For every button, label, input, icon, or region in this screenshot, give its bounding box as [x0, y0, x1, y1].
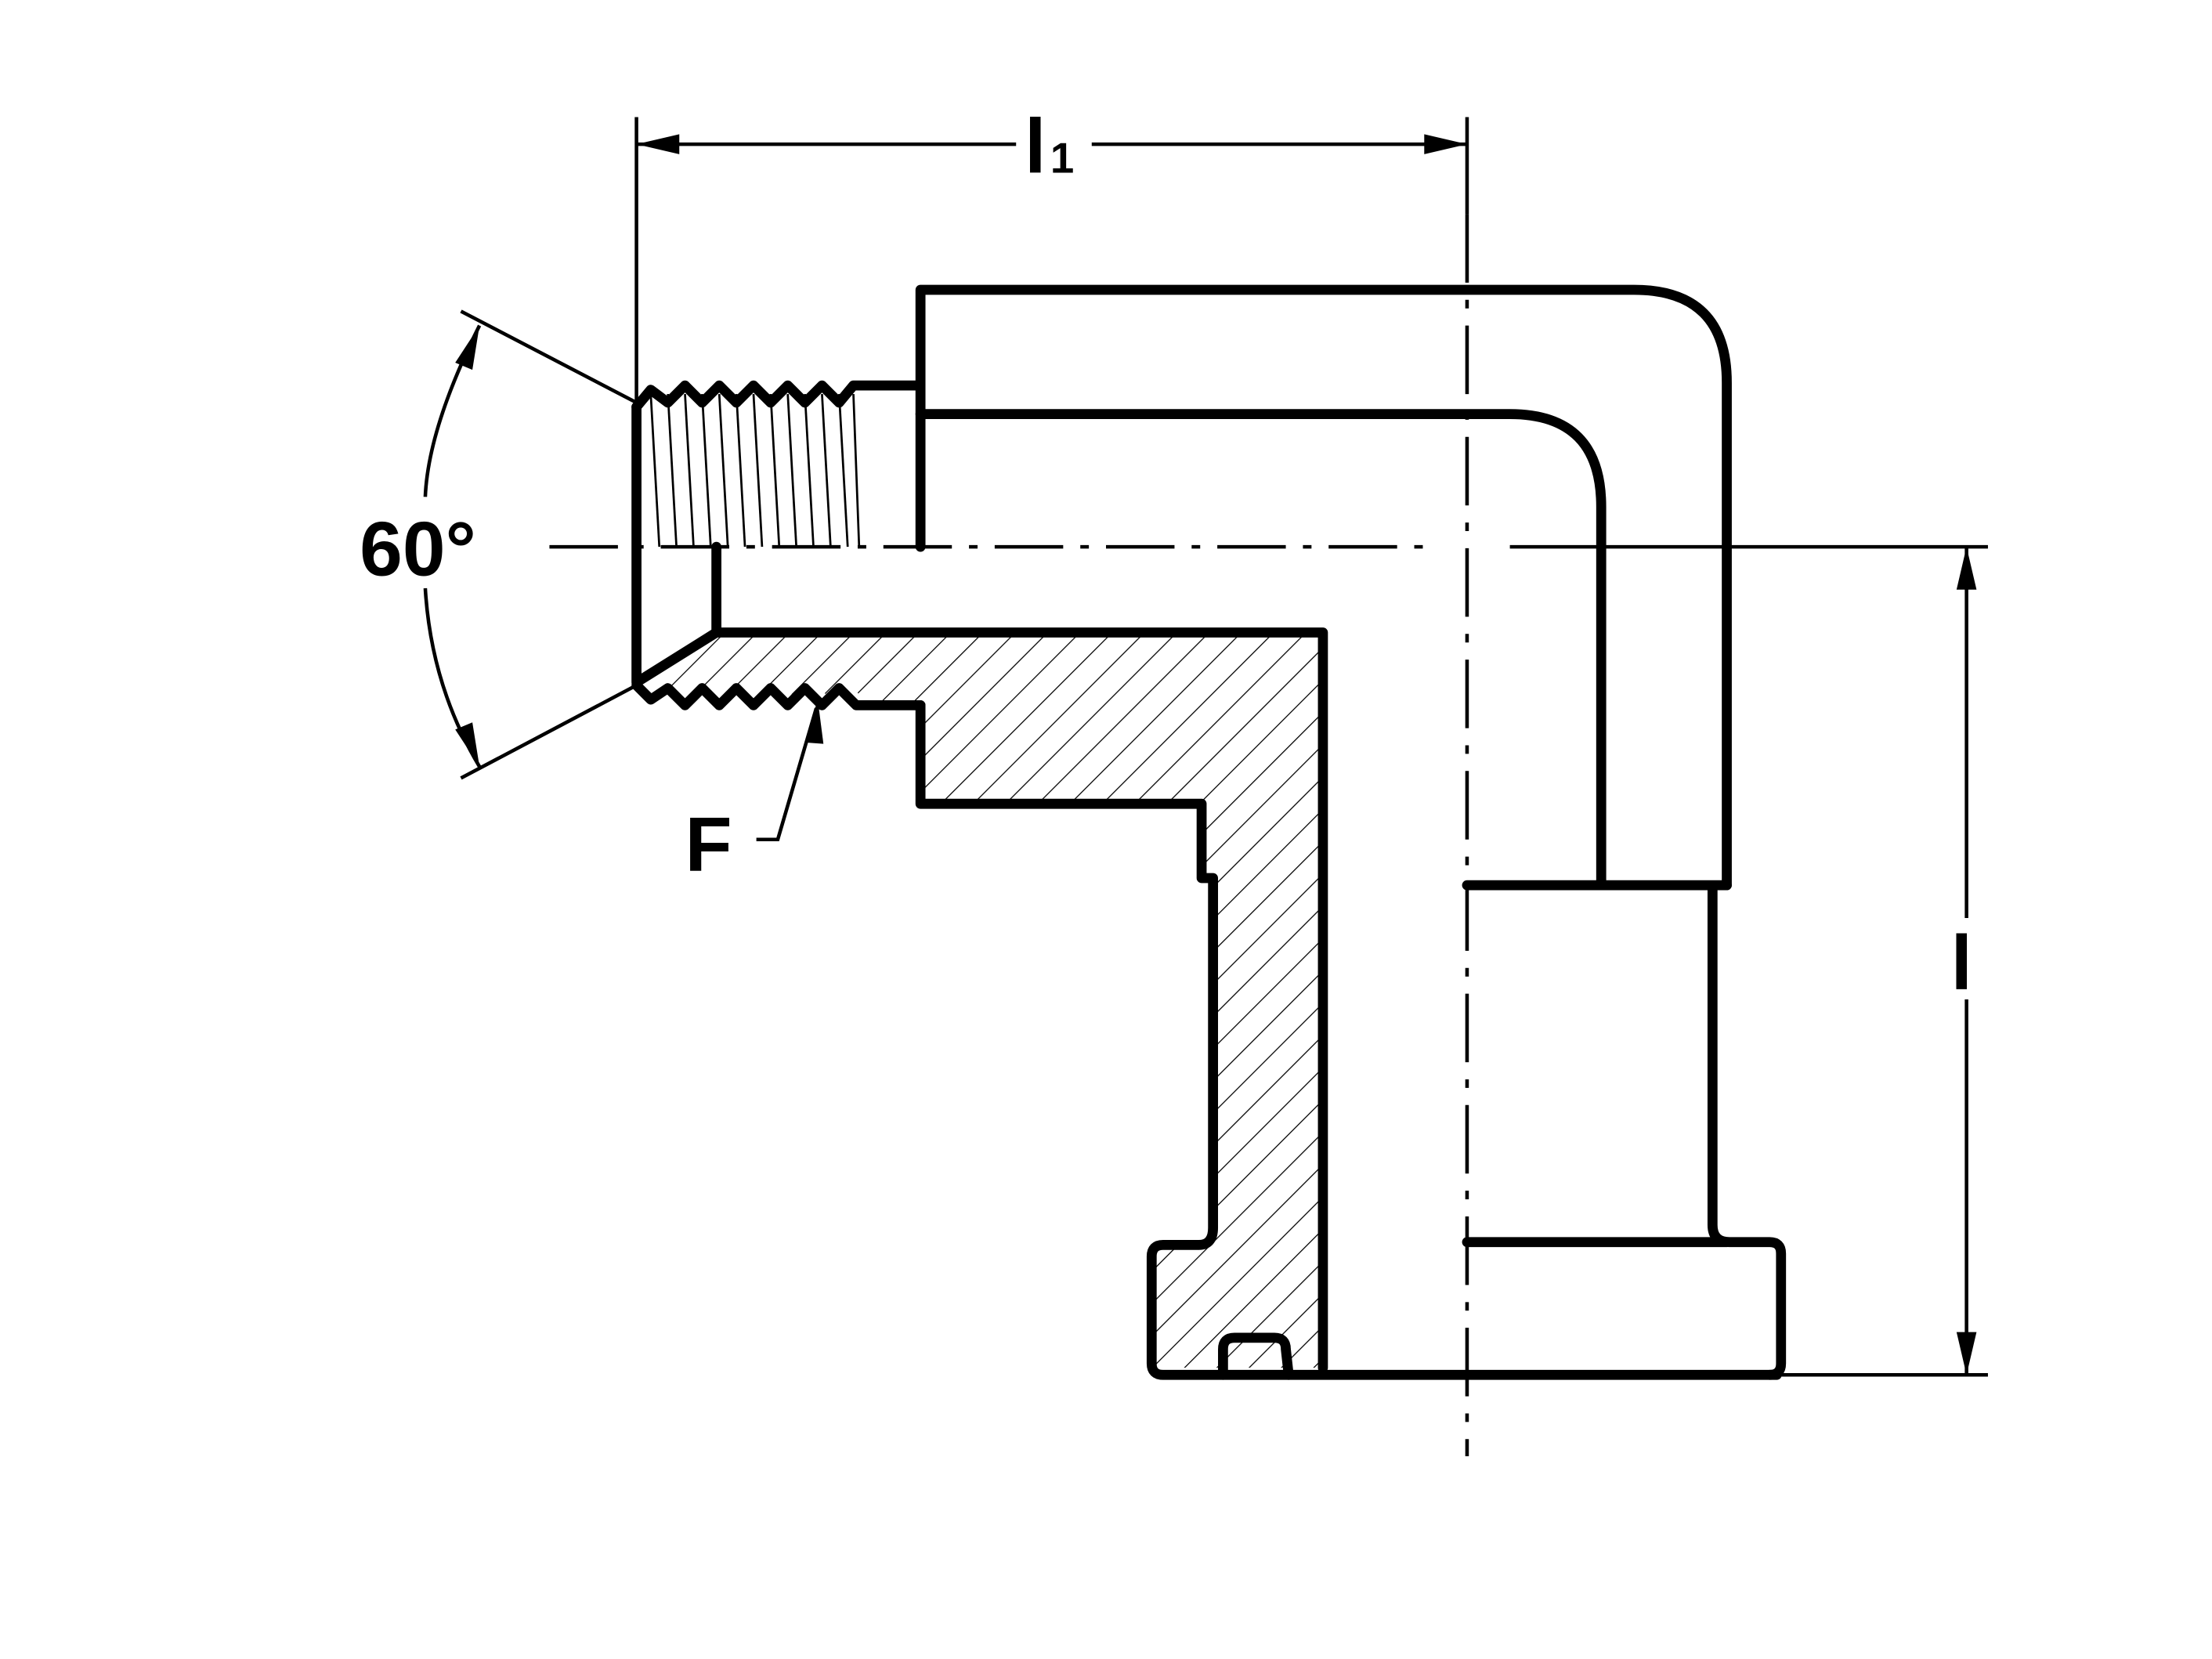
left-end-face	[631, 402, 721, 688]
elbow-outer	[915, 284, 1732, 891]
thread-top	[631, 380, 926, 548]
hatched-section	[636, 632, 1323, 1368]
section-profile	[711, 627, 1328, 1373]
neck-right	[1462, 880, 1787, 1380]
angle-dimension	[423, 309, 638, 780]
section-outer-step	[915, 700, 1782, 1380]
dimension-l	[1509, 544, 1988, 1377]
dimension-l1	[634, 117, 1469, 407]
dimension-l-label: l	[1951, 920, 1972, 1006]
angle-label: 60°	[360, 506, 476, 592]
thread-bottom	[631, 680, 926, 710]
thread-label: F	[685, 801, 732, 887]
thread-leader	[756, 699, 824, 842]
dimension-l1-subscript: 1	[1050, 135, 1074, 183]
dimension-l1-label: l	[1025, 103, 1046, 190]
elbow-inner	[915, 409, 1607, 891]
oring-groove	[1218, 1332, 1294, 1380]
